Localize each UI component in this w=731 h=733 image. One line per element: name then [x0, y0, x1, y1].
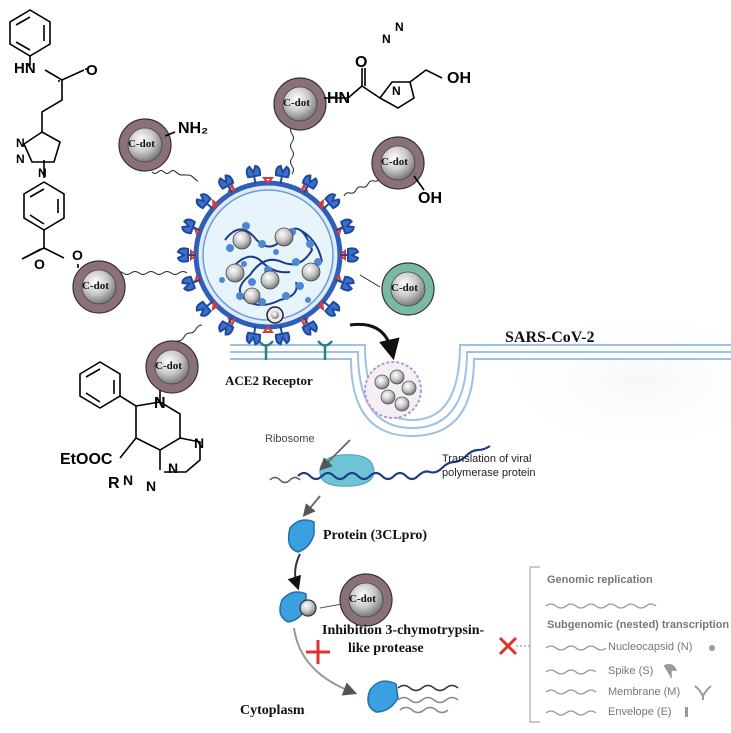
cdot-label: C-dot [82, 280, 109, 292]
oh-label: OH [447, 70, 471, 87]
nitrogen-label: N [154, 395, 166, 412]
background-glow [480, 300, 731, 460]
translation-label-1: Translation of viral [442, 453, 532, 465]
hn-label: HN [14, 60, 36, 77]
protein-cdot-complex-icon [279, 591, 317, 623]
etooc-label: EtOOC [60, 451, 113, 468]
cdot-nanoparticles [72, 77, 435, 627]
ribosome-label: Ribosome [265, 433, 315, 445]
spike-protein-icon [181, 275, 201, 292]
spike-protein-icon [322, 193, 341, 210]
oxygen-label: O [72, 247, 83, 263]
transcription-panel [529, 566, 540, 723]
cdot-label: C-dot [128, 138, 155, 150]
nitrogen-label: N [194, 435, 205, 451]
spike-protein-icon [301, 174, 318, 194]
spike-protein-icon [245, 164, 262, 185]
nitrogen-label: N [16, 136, 25, 150]
spike-protein-icon [340, 247, 360, 263]
panel-item-spike: Spike (S) [608, 665, 654, 677]
nitrogen-label: N [392, 84, 401, 98]
ace2-receptor-label: ACE2 Receptor [225, 373, 313, 388]
protein-3clpro-icon [287, 519, 315, 553]
ribosome-icon [319, 454, 375, 487]
membrane-icon [694, 685, 712, 700]
spike-protein-icon [218, 316, 235, 336]
panel-item-nucleocapsid: Nucleocapsid (N) [608, 641, 693, 653]
nitrogen-label: N [146, 478, 157, 494]
oxygen-label: O [86, 62, 98, 79]
oh-label: OH [418, 190, 442, 207]
sars-cov-2-label: SARS-CoV-2 [505, 329, 595, 346]
panel-item-envelope: Envelope (E) [608, 706, 672, 718]
panel-waves [545, 603, 657, 716]
arrow-1 [319, 439, 351, 471]
spike-protein-icon [195, 193, 214, 210]
nitrogen-label: N [38, 166, 47, 180]
oxygen-label: O [355, 54, 368, 71]
cdot-label: C-dot [391, 282, 418, 294]
spike-icon [663, 663, 678, 678]
cdot-label: C-dot [155, 360, 182, 372]
nitrogen-label: N [395, 20, 404, 34]
endosome-icon [364, 361, 422, 419]
product-protein-icon [367, 680, 459, 714]
nucleocapsid-icon [709, 645, 715, 651]
spike-protein-icon [181, 218, 201, 235]
chemical-structures [9, 9, 443, 473]
genomic-replication-label: Genomic replication [547, 574, 653, 586]
entry-arrow [349, 322, 400, 361]
hn-label: HN [327, 90, 351, 107]
nitrogen-label: N [123, 472, 134, 488]
inhibition-label-1: Inhibition 3-chymotrypsin- [322, 623, 485, 638]
spike-protein-icon [274, 325, 291, 346]
panel-item-membrane: Membrane (M) [608, 686, 681, 698]
cdot-label: C-dot [381, 156, 408, 168]
spike-protein-icon [301, 316, 318, 336]
subgenomic-transcription-label: Subgenomic (nested) transcription [547, 619, 730, 631]
inhibition-x-icon [498, 636, 518, 656]
inhibition-label-2: like protease [348, 641, 424, 656]
cdot-label: C-dot [349, 593, 376, 605]
mrna-strand [297, 445, 491, 481]
nitrogen-label: N [168, 460, 179, 476]
envelope-icon [685, 707, 688, 717]
spike-protein-icon [245, 325, 262, 346]
protein-label: Protein (3CLpro) [323, 528, 428, 543]
spike-protein-icon [322, 300, 341, 317]
spike-protein-icon [335, 275, 355, 292]
spike-protein-icon [335, 218, 355, 235]
spike-protein-icon [274, 164, 291, 185]
spike-protein-icon [195, 300, 214, 317]
r-group-label: R [108, 475, 120, 492]
oxygen-label: O [34, 256, 45, 272]
ace2-receptor-icon [258, 340, 333, 360]
nitrogen-label: N [16, 152, 25, 166]
spike-protein-icon [176, 247, 196, 263]
blocked-cross-icon [306, 640, 330, 664]
spike-protein-icon [218, 174, 235, 194]
translation-label-2: polymerase protein [442, 467, 536, 479]
cdot-label: C-dot [283, 97, 310, 109]
virus-particle-icon [176, 164, 360, 346]
arrow-4 [293, 627, 358, 696]
arrow-3 [287, 553, 301, 591]
cytoplasm-label: Cytoplasm [240, 703, 305, 718]
arrow-2 [302, 495, 321, 517]
nh2-label: NH₂ [178, 120, 209, 137]
nitrogen-label: N [382, 32, 391, 46]
